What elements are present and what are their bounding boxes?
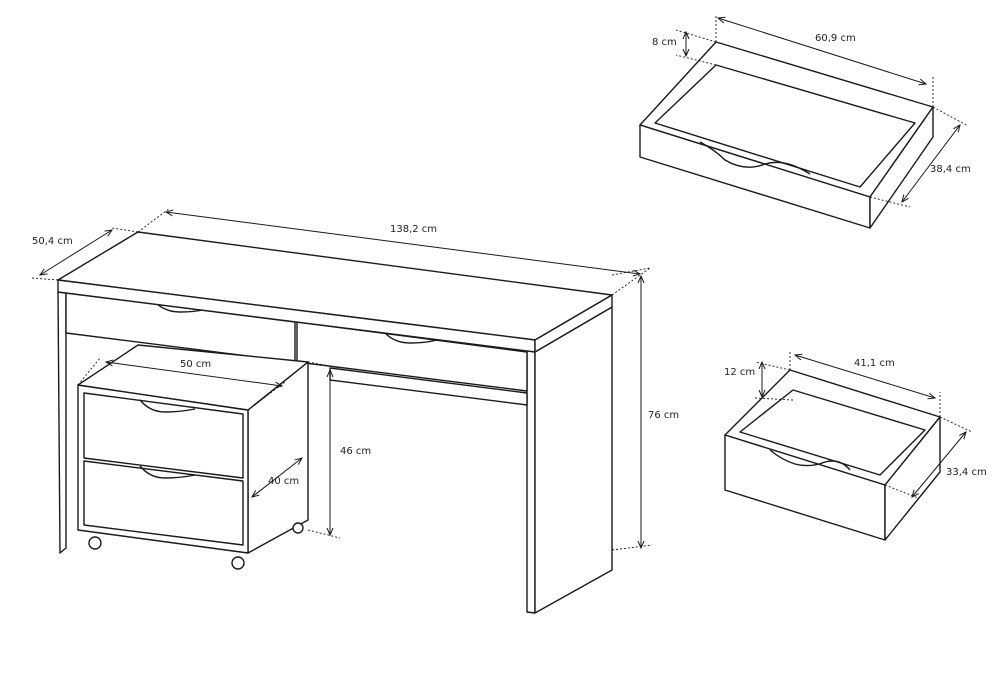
small-drawer-height-label: 12 cm xyxy=(724,367,756,378)
desk-depth-label: 50,4 cm xyxy=(32,236,73,247)
large-drawer-height-label: 8 cm xyxy=(652,37,677,48)
desk-width-label: 138,2 cm xyxy=(390,224,438,235)
cabinet-depth-label: 40 cm xyxy=(268,476,300,487)
large-drawer-depth-label: 38,4 cm xyxy=(930,164,971,175)
rolling-cabinet xyxy=(77,344,309,570)
small-drawer-width-label: 41,1 cm xyxy=(854,358,895,369)
large-drawer-width-label: 60,9 cm xyxy=(815,33,856,44)
large-drawer xyxy=(639,41,934,229)
desk-height-label: 76 cm xyxy=(648,410,680,421)
small-drawer-depth-label: 33,4 cm xyxy=(946,467,987,478)
cabinet-width-label: 50 cm xyxy=(180,359,212,370)
cabinet-height-label: 46 cm xyxy=(340,446,372,457)
dimension-lines xyxy=(31,14,973,551)
small-drawer xyxy=(724,369,941,541)
